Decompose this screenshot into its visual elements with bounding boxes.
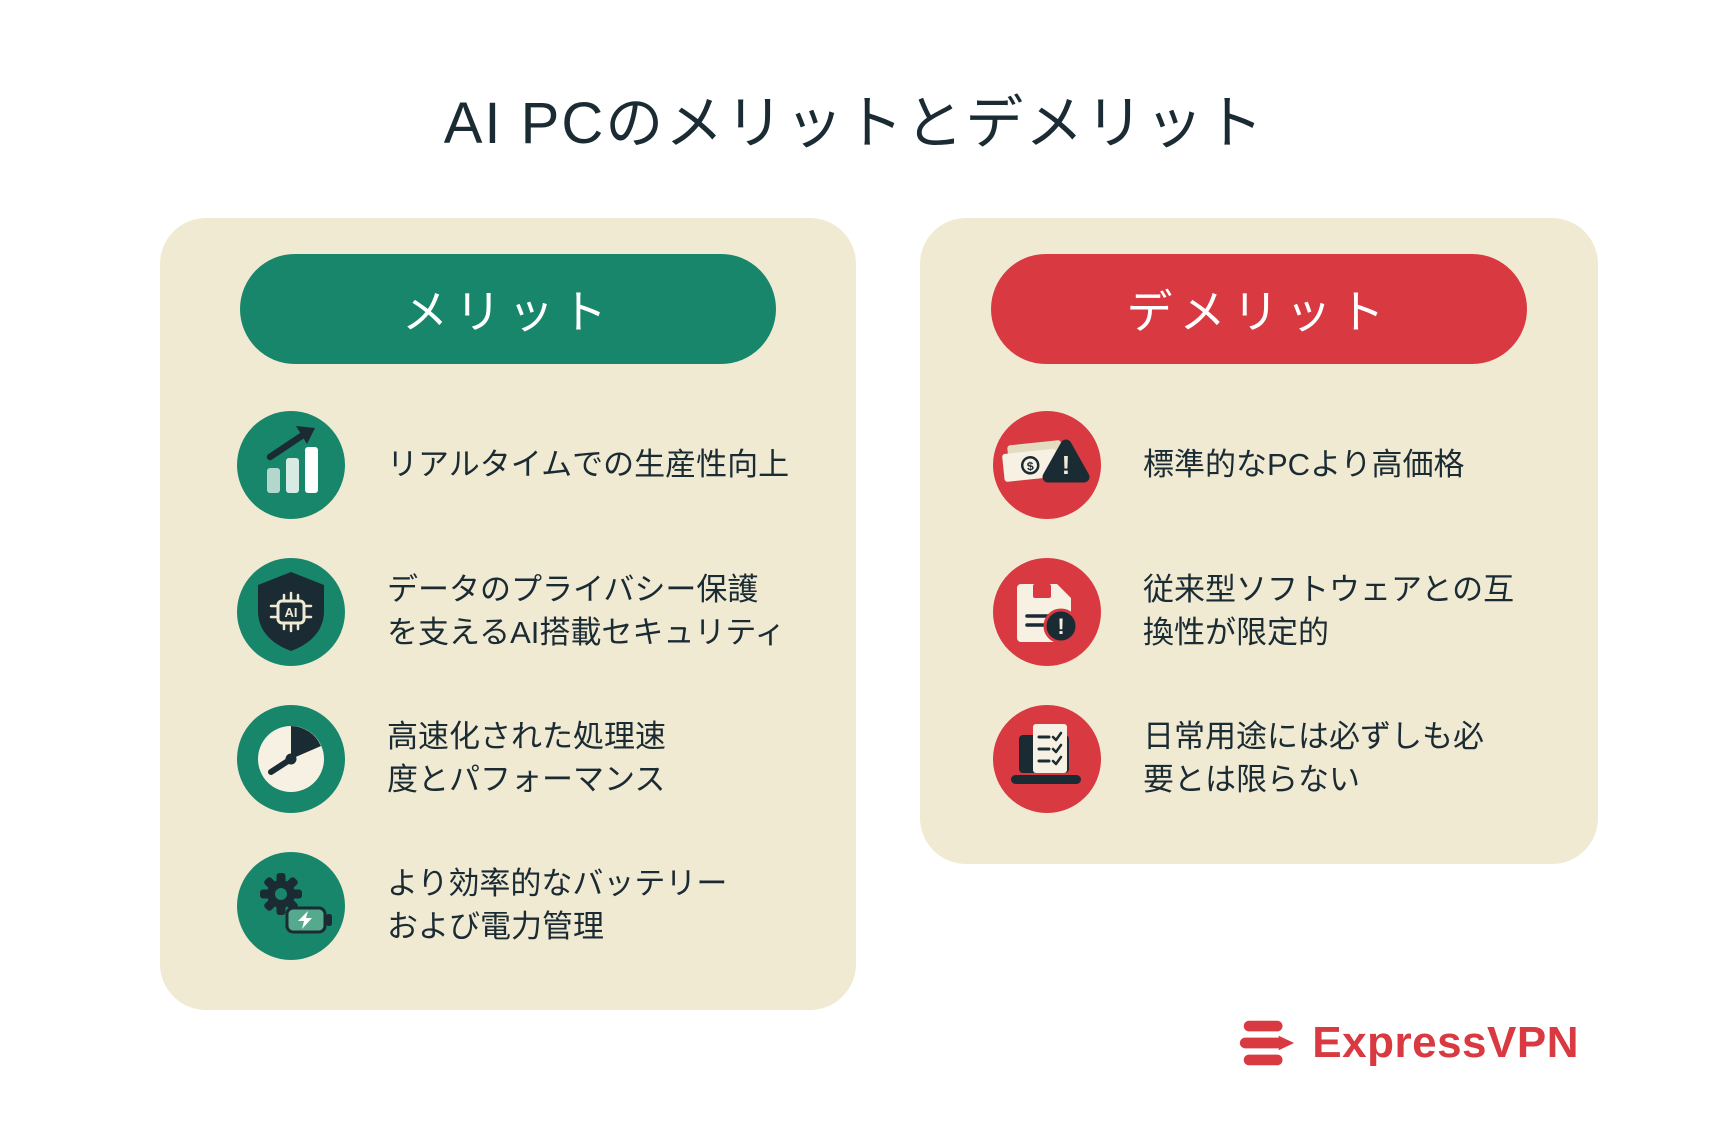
cons-header-pill: デメリット: [991, 254, 1527, 364]
processing-speed-timer-icon: [237, 705, 345, 813]
software-compatibility-warning-icon: !: [993, 558, 1101, 666]
cons-card: デメリット $ ! 標準的なPCより高価格: [920, 218, 1598, 864]
list-item: $ ! 標準的なPCより高価格: [993, 411, 1598, 519]
battery-power-management-icon: [237, 852, 345, 960]
brand-name: ExpressVPN: [1312, 1018, 1579, 1067]
list-item-text: より効率的なバッテリー および電力管理: [387, 866, 728, 944]
list-item-text: 標準的なPCより高価格: [1143, 446, 1465, 482]
cons-item-list: $ ! 標準的なPCより高価格 !: [920, 411, 1598, 813]
list-item: AI データのプライバシー保護 を支えるAI搭載セキュリティ: [237, 558, 856, 666]
list-item-text: リアルタイムでの生産性向上: [387, 446, 790, 482]
svg-text:!: !: [1062, 450, 1071, 480]
pros-card: メリット リアルタイムでの生産性向上: [160, 218, 856, 1010]
productivity-growth-chart-icon: [237, 411, 345, 519]
money-price-warning-icon: $ !: [993, 411, 1101, 519]
page-title: AI PCのメリットとデメリット: [443, 91, 1266, 156]
svg-text:!: !: [1057, 614, 1064, 639]
list-item: リアルタイムでの生産性向上: [237, 411, 856, 519]
expressvpn-logo-icon: [1236, 1015, 1298, 1071]
svg-text:$: $: [1026, 459, 1034, 474]
list-item: 日常用途には必ずしも必 要とは限らない: [993, 705, 1598, 813]
svg-text:AI: AI: [285, 605, 298, 620]
list-item: ! 従来型ソフトウェアとの互 換性が限定的: [993, 558, 1598, 666]
brand-logo: ExpressVPN: [1236, 1015, 1579, 1071]
list-item-text: データのプライバシー保護 を支えるAI搭載セキュリティ: [387, 572, 786, 650]
list-item: より効率的なバッテリー および電力管理: [237, 852, 856, 960]
list-item: 高速化された処理速 度とパフォーマンス: [237, 705, 856, 813]
pros-item-list: リアルタイムでの生産性向上 AI データのプライバシー保護 を支えるAI搭載セキ…: [160, 411, 856, 960]
list-item-text: 従来型ソフトウェアとの互 換性が限定的: [1143, 572, 1515, 650]
list-item-text: 日常用途には必ずしも必 要とは限らない: [1143, 719, 1484, 797]
laptop-daily-use-checklist-icon: [993, 705, 1101, 813]
pros-header-pill: メリット: [240, 254, 776, 364]
list-item-text: 高速化された処理速 度とパフォーマンス: [387, 719, 666, 797]
ai-security-shield-icon: AI: [237, 558, 345, 666]
